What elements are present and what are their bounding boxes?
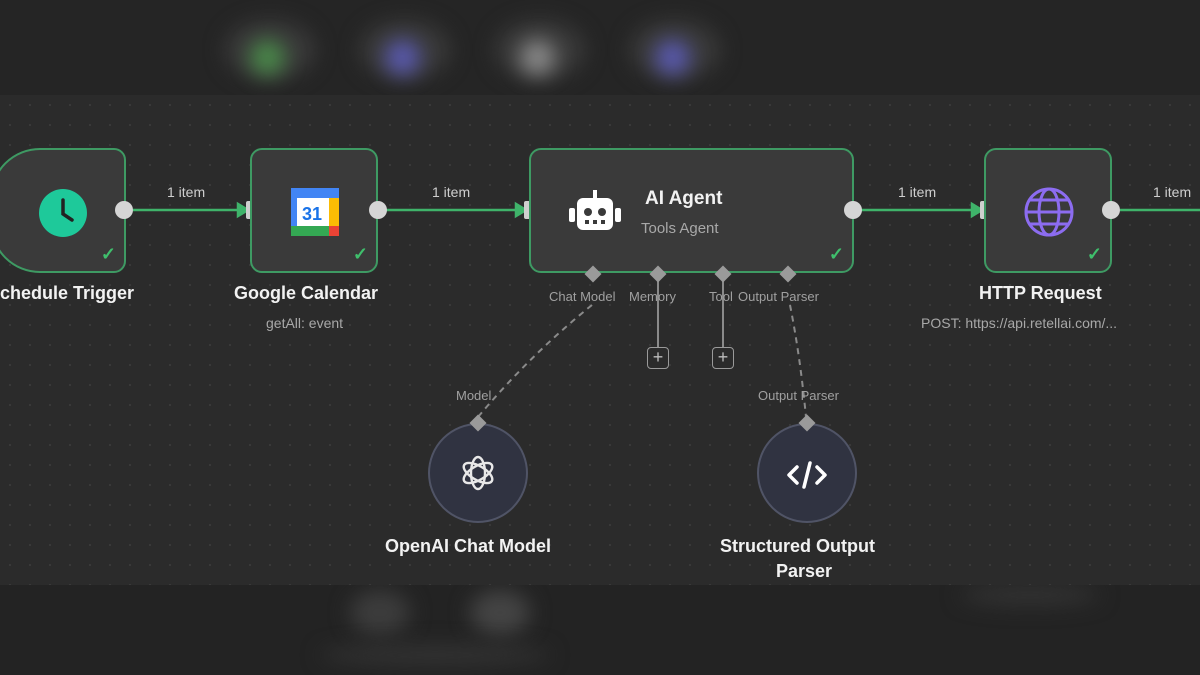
memory-port-label: Memory — [629, 289, 676, 304]
ai-agent-node[interactable]: AI Agent Tools Agent ✓ — [529, 148, 854, 273]
schedule-output-port[interactable] — [115, 201, 133, 219]
openai-chat-model-label: OpenAI Chat Model — [385, 536, 551, 556]
success-check-icon: ✓ — [1086, 244, 1102, 264]
globe-icon — [1024, 187, 1074, 237]
schedule-trigger-node[interactable]: ✓ — [0, 148, 126, 273]
edge-item-count: 1 item — [898, 184, 937, 200]
calendar-output-port[interactable] — [369, 201, 387, 219]
http-request-subtitle: POST: https://api.retellai.com/... — [921, 315, 1118, 331]
add-memory-button[interactable]: + — [647, 347, 669, 369]
output-parser-sub-label: Output Parser — [758, 388, 839, 403]
openai-chat-model-node[interactable] — [428, 423, 528, 523]
output-parser-port-label: Output Parser — [738, 289, 819, 304]
structured-output-parser-label-line1: Structured Output — [720, 536, 875, 556]
edge-item-count: 1 item — [432, 184, 471, 200]
schedule-trigger-label: chedule Trigger — [0, 283, 135, 303]
structured-output-parser-label-line2: Parser — [776, 561, 833, 581]
calendar-day: 31 — [302, 204, 322, 224]
edge-item-count: 1 item — [1153, 184, 1192, 200]
google-calendar-label: Google Calendar — [234, 283, 379, 303]
success-check-icon: ✓ — [100, 244, 116, 264]
tool-port-label: Tool — [709, 289, 733, 304]
ai-agent-subtitle: Tools Agent — [641, 220, 719, 237]
structured-output-parser-node[interactable] — [757, 423, 857, 523]
google-calendar-node[interactable]: 31 ✓ — [250, 148, 378, 273]
code-icon — [787, 461, 827, 489]
openai-icon — [462, 455, 494, 491]
google-calendar-icon: 31 — [291, 188, 339, 236]
google-calendar-subtitle: getAll: event — [266, 315, 344, 331]
model-port-label: Model — [456, 388, 492, 403]
http-request-node[interactable]: ✓ — [984, 148, 1112, 273]
blurred-toolbar — [0, 0, 1200, 95]
add-tool-button[interactable]: + — [712, 347, 734, 369]
ai-agent-title: AI Agent — [645, 188, 723, 209]
chat-model-port-label: Chat Model — [549, 289, 616, 304]
blurred-footer — [0, 585, 1200, 675]
workflow-canvas[interactable]: ✓ chedule Trigger 1 item 1 item 1 item 1… — [0, 95, 1200, 585]
http-output-port[interactable] — [1102, 201, 1120, 219]
success-check-icon: ✓ — [828, 244, 844, 264]
robot-icon — [569, 190, 621, 230]
http-request-label: HTTP Request — [979, 283, 1102, 303]
connections — [133, 201, 1200, 418]
clock-icon — [39, 189, 87, 237]
agent-output-port[interactable] — [844, 201, 862, 219]
success-check-icon: ✓ — [352, 244, 368, 264]
edge-item-count: 1 item — [167, 184, 206, 200]
